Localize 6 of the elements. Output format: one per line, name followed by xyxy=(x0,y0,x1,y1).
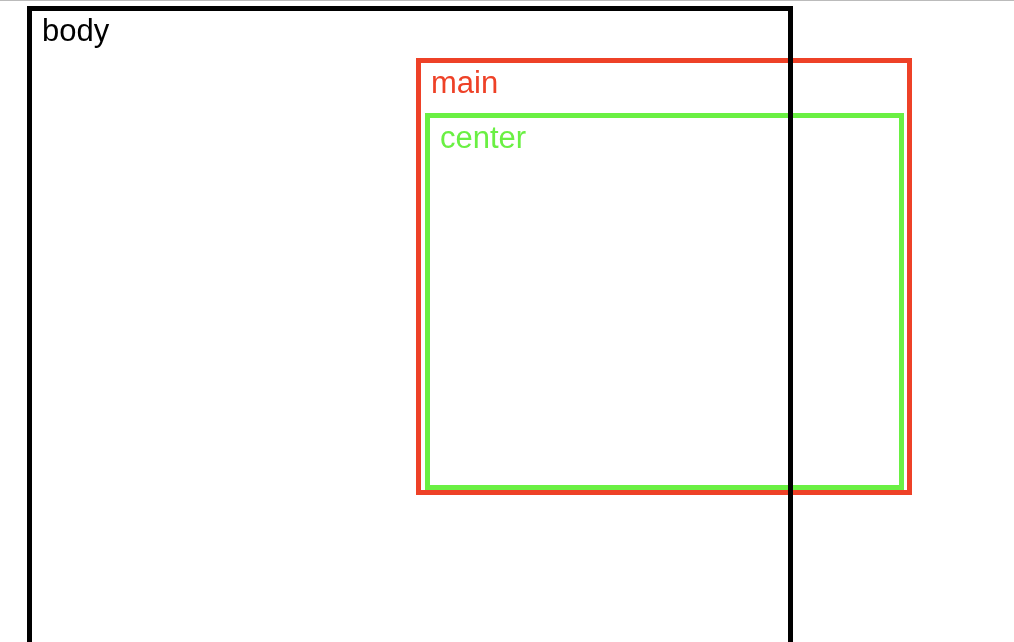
container-box xyxy=(416,58,912,495)
box-label: body xyxy=(42,13,110,49)
box-label: main xyxy=(431,65,499,101)
box-label: center xyxy=(440,120,527,156)
container-box xyxy=(425,113,904,490)
container-box xyxy=(27,6,793,642)
